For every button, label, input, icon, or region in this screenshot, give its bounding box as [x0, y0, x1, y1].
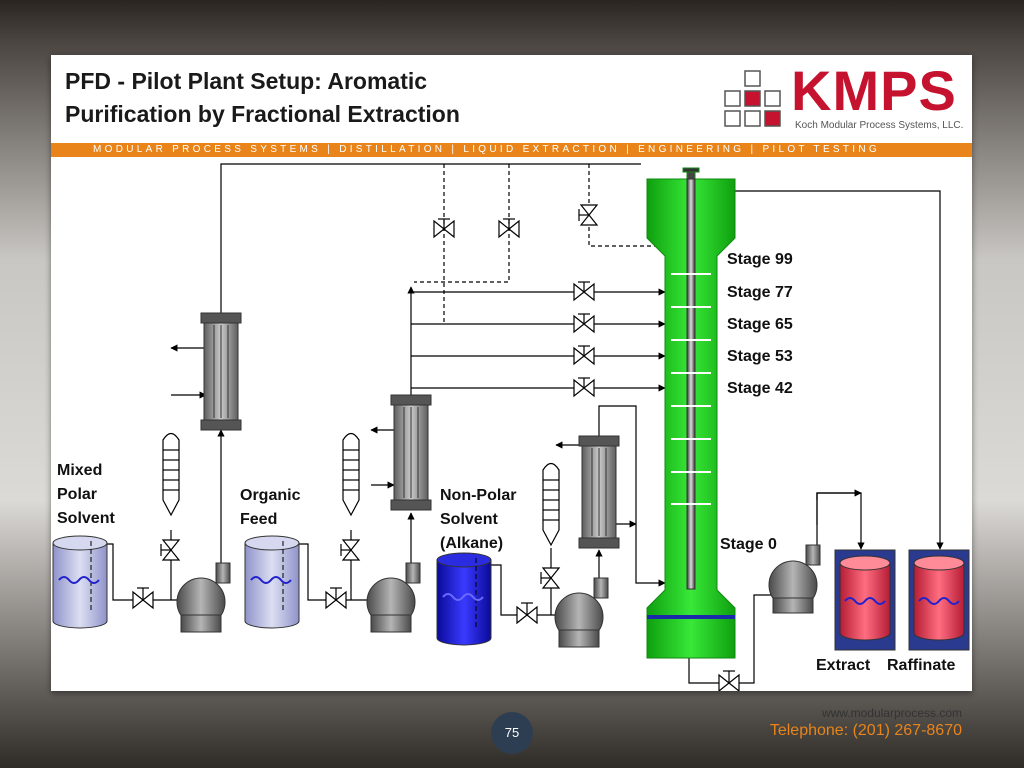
page-number: 75	[491, 712, 533, 754]
non-polar-solvent-label: Non-Polar Solvent (Alkane)	[440, 487, 517, 552]
organic-feed-label: Organic Feed	[240, 487, 301, 528]
services-banner: MODULAR PROCESS SYSTEMS | DISTILLATION |…	[51, 143, 972, 157]
logo-subtitle: Koch Modular Process Systems, LLC.	[795, 120, 964, 131]
title-line-2: Purification by Fractional Extraction	[65, 101, 460, 127]
website-text: www.modularprocess.com	[821, 706, 962, 720]
stage-77-label: Stage 77	[727, 284, 793, 301]
stage-99-label: Stage 99	[727, 251, 793, 268]
stage-53-label: Stage 53	[727, 348, 793, 365]
stage-42-label: Stage 42	[727, 380, 793, 397]
extract-label: Extract	[816, 657, 871, 674]
stage-0-label: Stage 0	[720, 536, 777, 553]
page-title: PFD - Pilot Plant Setup: Aromatic Purifi…	[65, 65, 585, 131]
raffinate-label: Raffinate	[887, 657, 956, 674]
logo-squares-icon	[724, 70, 781, 127]
title-line-1: PFD - Pilot Plant Setup: Aromatic	[65, 68, 428, 94]
stage-65-label: Stage 65	[727, 316, 793, 333]
kmps-logo: KMPS	[791, 59, 957, 122]
slide: PFD - Pilot Plant Setup: Aromatic Purifi…	[51, 55, 972, 691]
mixed-polar-solvent-label: Mixed Polar Solvent	[57, 462, 115, 527]
process-flow-diagram	[52, 163, 970, 691]
phone-text: Telephone: (201) 267-8670	[769, 722, 962, 739]
